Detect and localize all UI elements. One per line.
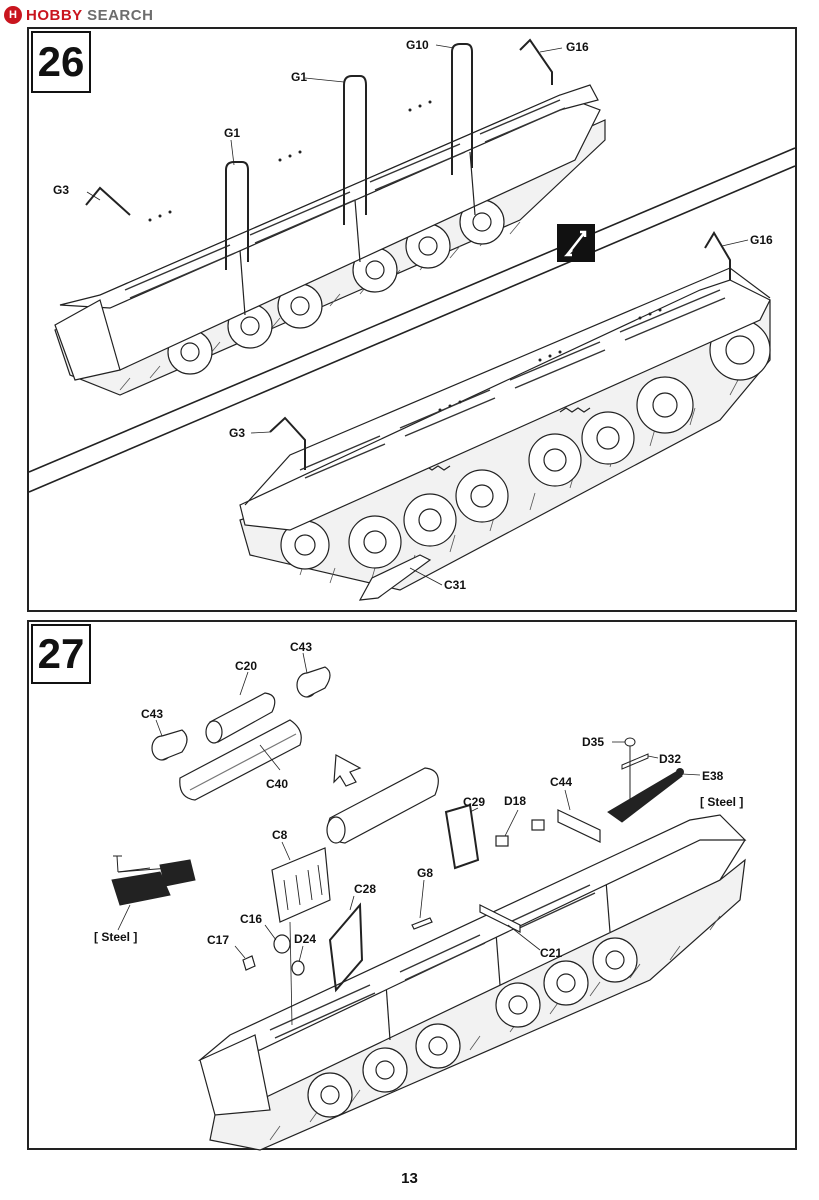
callout-g1-left: G1 <box>224 126 241 140</box>
step-27-number: 27 <box>31 624 91 684</box>
callout-d18: D18 <box>504 794 527 808</box>
callout-c20: C20 <box>235 659 258 673</box>
callout-c44: C44 <box>550 775 573 789</box>
watermark-brand-a: HOBBY <box>26 6 83 24</box>
hull-right-side-view <box>239 231 771 601</box>
watermark-brand-b: SEARCH <box>82 6 154 24</box>
watermark-logo: H <box>4 6 22 24</box>
callout-g3-bottom: G3 <box>229 426 246 440</box>
callout-steel-right: [ Steel ] <box>700 795 744 809</box>
steel-bar-e38 <box>607 768 684 823</box>
hull-step-27 <box>197 803 747 1151</box>
callout-c16: C16 <box>240 912 263 926</box>
step-26-number: 26 <box>31 31 91 93</box>
callout-c31: C31 <box>444 578 467 592</box>
callout-c43-top: C43 <box>290 640 313 654</box>
callout-c21: C21 <box>540 946 563 960</box>
callout-g16-top: G16 <box>566 40 589 54</box>
callout-steel-left: [ Steel ] <box>94 930 138 944</box>
callout-c29: C29 <box>463 795 486 809</box>
page-number: 13 <box>401 1170 418 1187</box>
callout-d35: D35 <box>582 735 605 749</box>
flip-over-icon <box>557 224 595 262</box>
hobbysearch-watermark: H HOBBY SEARCH <box>4 4 153 26</box>
callout-g8: G8 <box>417 866 434 880</box>
callout-c40: C40 <box>266 777 289 791</box>
callout-g3-top: G3 <box>53 183 70 197</box>
callout-e38: E38 <box>702 769 724 783</box>
stowage-tube-parts <box>151 666 439 844</box>
callout-d24: D24 <box>294 932 317 946</box>
callout-g10: G10 <box>406 38 429 52</box>
callout-c8: C8 <box>272 828 288 842</box>
callout-c17: C17 <box>207 933 230 947</box>
callout-g1-center: G1 <box>291 70 308 84</box>
callout-d32: D32 <box>659 752 682 766</box>
callout-g16-bottom: G16 <box>750 233 773 247</box>
callout-c43-left: C43 <box>141 707 164 721</box>
callout-c28: C28 <box>354 882 377 896</box>
steel-parts-left <box>111 855 196 906</box>
hull-left-side-view <box>54 38 606 396</box>
